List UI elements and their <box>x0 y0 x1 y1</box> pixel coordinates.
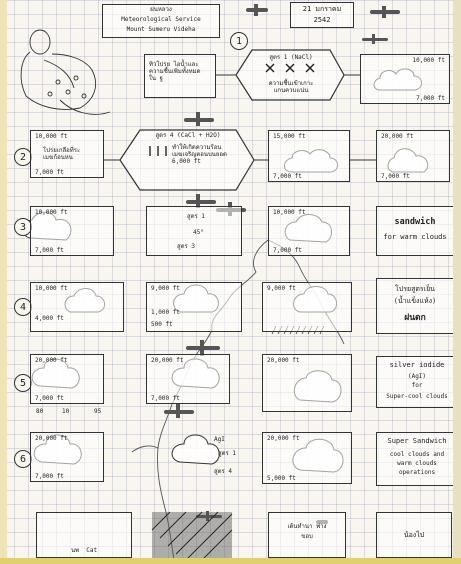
row4-center-alt-top: 9,000 ft <box>151 285 180 292</box>
row4-mid-alt-top: 9,000 ft <box>267 285 296 292</box>
row5-mid-box: 20,000 ft <box>262 354 352 412</box>
row3-center-label-1: สูตร 1 <box>187 213 205 220</box>
row6-center-label-1: AgI <box>214 436 225 443</box>
row4-center-alt-mid: 1,000 ft <box>151 309 180 316</box>
row7-center-right-line2: ขอบ <box>269 533 345 540</box>
row4-right-box: โปรยสูตรเย็น (น้ำแข็งแห้ง) ฝนตก <box>376 278 454 334</box>
row7-right-label: น้องไป <box>377 531 451 539</box>
row3-center-box: สูตร 1 45° สูตร 3 <box>146 206 242 256</box>
row2-left-alt-top: 10,000 ft <box>35 133 68 140</box>
deity-figure <box>21 30 110 114</box>
row3-mid-alt-top: 10,000 ft <box>273 209 306 216</box>
row5-left-alt-top: 20,000 ft <box>35 357 68 364</box>
row3-left-alt-bottom: 7,000 ft <box>35 247 64 254</box>
row6-mid-box: 20,000 ft 5,000 ft <box>262 432 352 484</box>
row3-mid-alt-bottom: 7,000 ft <box>273 247 302 254</box>
row6-left-box: 20,000 ft 7,000 ft <box>30 432 104 482</box>
header-org-line2: Mount Sumeru Videha <box>103 26 219 33</box>
row6-left-alt-bottom: 7,000 ft <box>35 473 64 480</box>
row3-left-alt-top: 10,000 ft <box>35 209 68 216</box>
row2-right-alt-bottom: 7,000 ft <box>381 173 410 180</box>
row1-left-box: ทิวโปรย ไอน้ำและ ความชื้นเพิ่มทั้งหมด ใน… <box>144 54 216 98</box>
row2-left-alt-bottom: 7,000 ft <box>35 169 64 176</box>
row4-right-line3: ฝนตก <box>377 313 453 323</box>
row5-left-alt-bottom: 7,000 ft <box>35 395 64 402</box>
row5-right-box: silver iodide (AgI) for Super-cool cloud… <box>376 356 458 408</box>
row4-center-alt-bottom: 500 ft <box>151 321 173 328</box>
row4-right-line2: (น้ำแข็งแห้ง) <box>377 297 453 305</box>
row6-right-line4: operations <box>377 469 457 476</box>
row3-center-label-2: สูตร 3 <box>177 243 195 250</box>
row7-left-label: นพ Cat <box>37 547 131 554</box>
row5-left-box: 20,000 ft 7,000 ft <box>30 354 104 404</box>
row2-center-title: สูตร 4 (CaCl + H2O) <box>140 132 236 139</box>
row1-alt-bottom: 7,000 ft <box>416 95 445 102</box>
row5-center-alt-bottom: 7,000 ft <box>151 395 180 402</box>
row6-right-line2: cool clouds and <box>377 451 457 458</box>
date-box: 21 มกราคม 2542 <box>290 2 354 28</box>
row5-right-line3: for <box>377 382 457 389</box>
page-edge-bottom <box>0 558 461 564</box>
row3-mid-box: 10,000 ft 7,000 ft <box>268 206 350 256</box>
row3-center-angle: 45° <box>193 229 204 236</box>
row7-left-box: นพ Cat <box>36 512 132 558</box>
row6-right-box: Super Sandwich cool clouds and warm clou… <box>376 432 458 486</box>
row6-left-alt-top: 20,000 ft <box>35 435 68 442</box>
row5-scale-c: 10 <box>62 408 69 415</box>
row1-caption-left: ทิวโปรย ไอน้ำและ ความชื้นเพิ่มทั้งหมด ใน… <box>149 61 201 82</box>
row5-scale-b: 95 <box>94 408 101 415</box>
page-edge-left <box>0 0 7 564</box>
row4-mid-box: 9,000 ft <box>262 282 352 332</box>
step-number-1: 1 <box>230 32 248 50</box>
row7-center-right-box: เต้นทำนา ฟาง ขอบ <box>268 512 346 558</box>
date-line2: 2542 <box>291 16 353 24</box>
row4-left-box: 10,000 ft 4,000 ft <box>30 282 124 332</box>
row3-right-box: sandwich for warm clouds <box>376 206 454 256</box>
row2-right-alt-top: 20,000 ft <box>381 133 414 140</box>
row5-mid-alt-top: 20,000 ft <box>267 357 300 364</box>
row5-right-line2: (AgI) <box>377 373 457 380</box>
row5-right-line1: silver iodide <box>377 361 457 369</box>
row6-center-label-2: สูตร 1 <box>218 450 236 457</box>
row5-scale-a: 80 <box>36 408 43 415</box>
row2-left-box: 10,000 ft โปรยเกลือที่ระ เมฆก้อนหน 7,000… <box>30 130 104 178</box>
row6-mid-alt-bottom: 5,000 ft <box>267 475 296 482</box>
row2-mid-box: 15,000 ft 7,000 ft <box>268 130 350 182</box>
row6-right-line1: Super Sandwich <box>377 437 457 445</box>
row2-center-sub: ทำให้เกิดความร้อน เมฆเจริญตอนบนยอด 6,000… <box>172 144 227 165</box>
row4-left-alt-top: 10,000 ft <box>35 285 68 292</box>
header-box: ฝนหลวง Meteorological Service Mount Sume… <box>102 4 220 38</box>
row7-right-box: น้องไป <box>376 512 452 558</box>
row6-center-label-3: สูตร 4 <box>214 468 232 475</box>
row4-center-box: 9,000 ft 1,000 ft 500 ft <box>146 282 242 332</box>
hatched-panel <box>152 512 232 558</box>
row7-center-right-line1: เต้นทำนา ฟาง <box>269 523 345 530</box>
row2-left-caption: โปรยเกลือที่ระ เมฆก้อนหน <box>43 147 80 161</box>
date-line1: 21 มกราคม <box>291 5 353 13</box>
page-edge-right <box>453 0 461 564</box>
row4-left-alt-bottom: 4,000 ft <box>35 315 64 322</box>
row4-right-line1: โปรยสูตรเย็น <box>377 285 453 293</box>
row1-alt-top: 10,000 ft <box>412 57 445 64</box>
row2-right-box: 20,000 ft 7,000 ft <box>376 130 450 182</box>
row5-center-alt-top: 20,000 ft <box>151 357 184 364</box>
row2-mid-alt-top: 15,000 ft <box>273 133 306 140</box>
row1-center-title: สูตร 1 (NaCl) <box>252 54 330 61</box>
row1-center-sub: ความชื้นเข้าเกาะ แกนควบแน่น <box>252 80 330 94</box>
row6-mid-alt-top: 20,000 ft <box>267 435 300 442</box>
row2-mid-alt-bottom: 7,000 ft <box>273 173 302 180</box>
row3-right-line2: for warm clouds <box>377 233 453 241</box>
row6-right-line3: warm clouds <box>377 460 457 467</box>
row5-right-line4: Super-cool clouds <box>377 393 457 400</box>
row3-left-box: 10,000 ft 7,000 ft <box>30 206 114 256</box>
row5-center-box: 20,000 ft 7,000 ft <box>146 354 230 404</box>
row3-right-line1: sandwich <box>377 217 453 227</box>
header-thai-title: ฝนหลวง <box>103 6 219 13</box>
row1-right-box: 10,000 ft 7,000 ft <box>360 54 450 104</box>
header-org-line1: Meteorological Service <box>103 16 219 23</box>
